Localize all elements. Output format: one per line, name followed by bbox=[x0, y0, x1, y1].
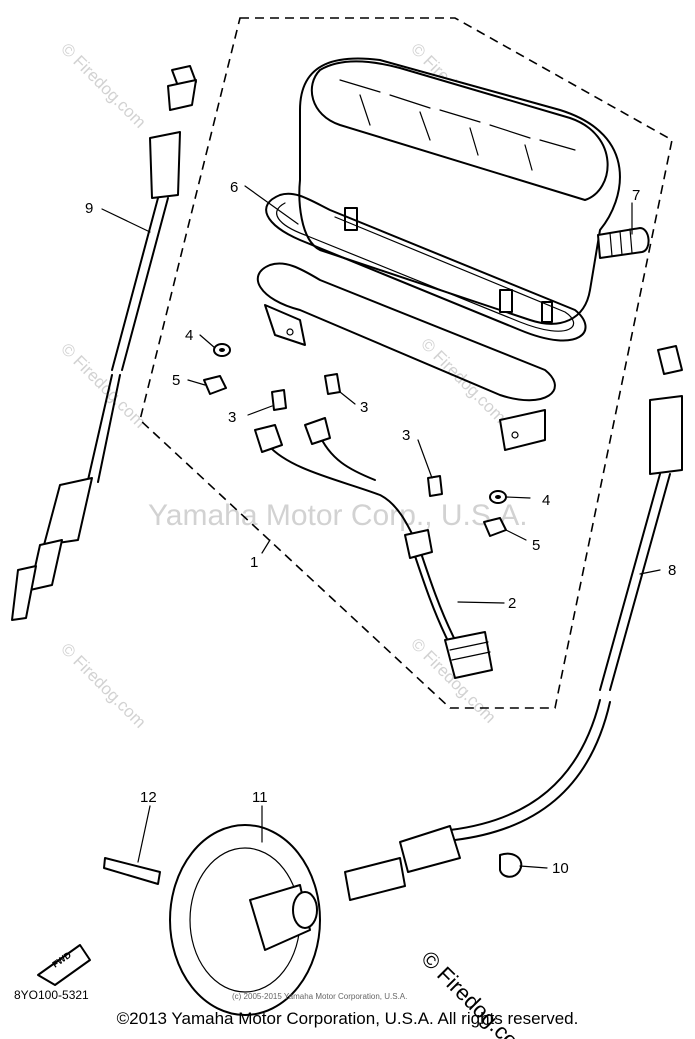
copyright-footer: ©2013 Yamaha Motor Corporation, U.S.A. A… bbox=[116, 1009, 579, 1028]
pin bbox=[103, 857, 161, 885]
bulb-2 bbox=[324, 373, 341, 395]
callout-3-mid: 3 bbox=[360, 399, 368, 416]
cable-right bbox=[344, 345, 683, 901]
callout-10: 10 bbox=[552, 860, 569, 877]
fwd-arrow-icon: FWD bbox=[37, 944, 91, 986]
meter-gear-unit bbox=[169, 824, 321, 1016]
clip bbox=[499, 852, 523, 878]
callout-7: 7 bbox=[632, 187, 640, 204]
housing-stud-center bbox=[499, 289, 513, 313]
gasket bbox=[265, 192, 587, 342]
leader-lines bbox=[101, 185, 661, 869]
watermark-site-3: © Firedog.com bbox=[57, 339, 149, 431]
callout-5-left: 5 bbox=[172, 372, 180, 389]
watermark-site-4: © Firedog.com bbox=[417, 334, 509, 426]
reset-knob bbox=[597, 227, 650, 259]
housing-stud-right bbox=[541, 301, 553, 323]
watermark-site-1: © Firedog.com bbox=[57, 39, 149, 131]
callout-11: 11 bbox=[252, 789, 268, 806]
callout-4-left: 4 bbox=[185, 327, 193, 344]
callout-8: 8 bbox=[668, 562, 676, 579]
callout-9: 9 bbox=[85, 200, 93, 217]
callout-3-left: 3 bbox=[228, 409, 236, 426]
callout-4-right: 4 bbox=[542, 492, 550, 509]
bulb-3 bbox=[427, 475, 443, 497]
bulb-1 bbox=[271, 389, 287, 411]
callout-12: 12 bbox=[140, 789, 157, 806]
callout-labels: 1 2 3 3 3 4 4 5 5 6 7 8 9 10 11 12 bbox=[85, 179, 676, 877]
wire-harness bbox=[254, 417, 493, 679]
assembly-boundary bbox=[139, 17, 673, 709]
meter-bracket bbox=[256, 262, 556, 451]
diagram-part-number: 8YO100-5321 bbox=[14, 988, 89, 1002]
callout-6: 6 bbox=[230, 179, 238, 196]
cable-left bbox=[11, 65, 197, 621]
callout-3-right: 3 bbox=[402, 427, 410, 444]
callout-1: 1 bbox=[250, 554, 258, 571]
small-copyright: (c) 2005-2015 Yamaha Motor Corporation, … bbox=[232, 992, 408, 1001]
washer-nut-right bbox=[483, 490, 507, 537]
watermark-center: Yamaha Motor Corp., U.S.A. bbox=[148, 499, 528, 532]
washer-nut-left bbox=[203, 343, 231, 395]
watermark-site-5: © Firedog.com bbox=[57, 639, 149, 731]
callout-2: 2 bbox=[508, 595, 516, 612]
callout-5-right: 5 bbox=[532, 537, 540, 554]
meter-housing bbox=[298, 57, 621, 325]
